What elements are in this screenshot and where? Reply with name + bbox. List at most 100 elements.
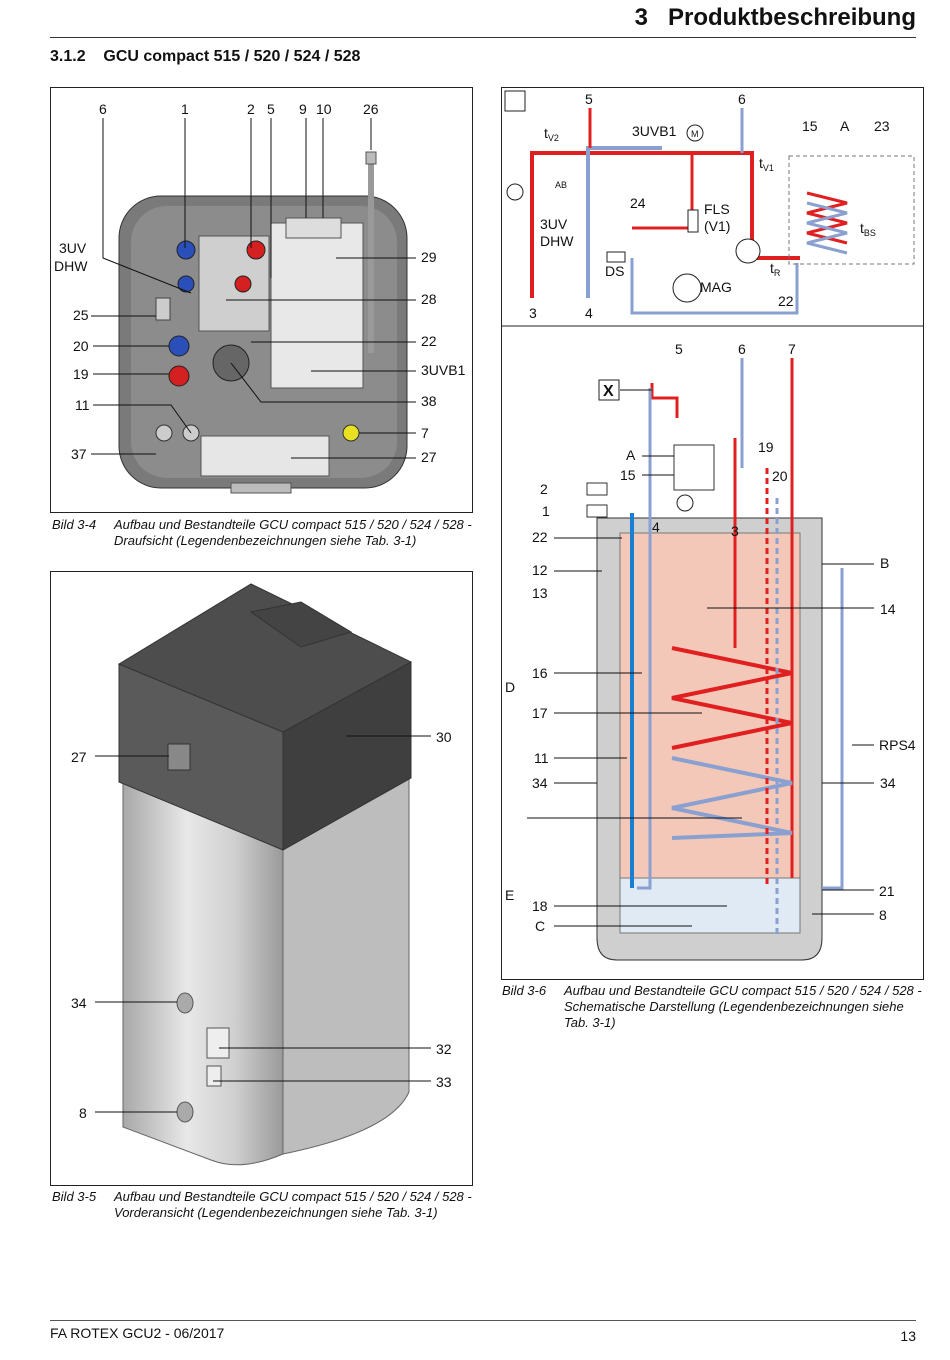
label-25: 25 [73, 307, 89, 323]
label-37: 37 [71, 446, 87, 462]
x-label-tbs: tBS [860, 220, 876, 238]
chapter-number: 3 [634, 4, 648, 31]
tank-label-12: 12 [532, 562, 548, 578]
x-label-v1: (V1) [704, 218, 730, 234]
tank-label-13: 13 [532, 585, 548, 601]
tank-label-x: X [603, 383, 614, 400]
x-label-ds: DS [605, 263, 624, 279]
section-heading: GCU compact 515 / 520 / 524 / 528 [103, 48, 361, 65]
tank-label-20: 20 [772, 468, 788, 484]
tank-label-4: 4 [652, 519, 660, 535]
front-view-drawing: 27 30 34 32 33 8 [71, 583, 452, 1166]
label-3uv: 3UV [59, 240, 87, 256]
chapter-title: Produktbeschreibung [667, 4, 916, 31]
label-19: 19 [73, 366, 89, 382]
caption-number: Bild 3-4 [52, 517, 97, 532]
caption-text: Aufbau und Bestandteile GCU compact 515 … [114, 1189, 472, 1220]
x-label-23: 23 [874, 118, 890, 134]
x-label-4: 4 [585, 305, 593, 321]
label-7: 7 [421, 425, 429, 441]
label-20: 20 [73, 338, 89, 354]
header-rule [50, 37, 916, 38]
section-number: 3.1.2 [50, 48, 86, 65]
label-29: 29 [421, 249, 437, 265]
footer-rule [50, 1320, 916, 1321]
tank-label-1: 1 [542, 503, 550, 519]
tank-label-a: A [626, 447, 636, 463]
x-label-m: M [691, 129, 699, 139]
tank-label-c: C [535, 918, 545, 934]
tank-label-5: 5 [675, 341, 683, 357]
tank-label-e: E [505, 887, 514, 903]
schematic-drawing: 5 6 tV2 3UVB1 M 15 A 23 tV1 AB 24 FLS (V… [502, 90, 923, 961]
caption-text: Aufbau und Bestandteile GCU compact 515 … [114, 517, 472, 548]
tank-label-34-right: 34 [880, 775, 896, 791]
label-2: 2 [247, 101, 255, 117]
detail-x-labels: 5 6 tV2 3UVB1 M 15 A 23 tV1 AB 24 FLS (V… [529, 91, 890, 321]
tank-labels: 5 6 7 A 15 19 20 2 1 4 3 22 12 13 B 14 D… [505, 341, 916, 934]
label-26: 26 [363, 101, 379, 117]
x-label-3: 3 [529, 305, 537, 321]
label-9: 9 [299, 101, 307, 117]
figure-front-view: 27 30 34 32 33 8 [50, 571, 473, 1186]
label-5: 5 [267, 101, 275, 117]
figure-top-view: 6 1 2 5 9 10 26 3UV DHW 29 28 25 22 20 1… [50, 87, 473, 513]
top-view-drawing: 6 1 2 5 9 10 26 3UV DHW 29 28 25 22 20 1… [54, 101, 466, 494]
label-22: 22 [421, 333, 437, 349]
header-title: 3 Produktbeschreibung [635, 4, 916, 32]
label-38: 38 [421, 393, 437, 409]
label-10: 10 [316, 101, 332, 117]
label-28: 28 [421, 291, 437, 307]
label-33: 33 [436, 1074, 452, 1090]
tank-label-6: 6 [738, 341, 746, 357]
x-label-dhw: DHW [540, 233, 574, 249]
tank-label-d: D [505, 679, 515, 695]
tank-label-b: B [880, 555, 889, 571]
tank-label-8: 8 [879, 907, 887, 923]
x-label-tv1: tV1 [759, 155, 774, 173]
caption-number: Bild 3-6 [502, 983, 547, 998]
tank-label-15: 15 [620, 467, 636, 483]
x-label-6: 6 [738, 91, 746, 107]
footer-document-id: FA ROTEX GCU2 - 06/2017 [50, 1325, 225, 1341]
x-label-fls: FLS [704, 201, 730, 217]
label-27: 27 [71, 749, 87, 765]
tank-label-2: 2 [540, 481, 548, 497]
tank-label-16: 16 [532, 665, 548, 681]
label-34: 34 [71, 995, 87, 1011]
tank-label-17: 17 [532, 705, 548, 721]
label-30: 30 [436, 729, 452, 745]
x-label-ab: AB [555, 180, 567, 190]
label-3uvb1: 3UVB1 [421, 362, 466, 378]
detail-x-callout [598, 379, 620, 401]
x-label-24: 24 [630, 195, 646, 211]
caption-number: Bild 3-5 [52, 1189, 97, 1204]
x-label-mag: MAG [700, 279, 732, 295]
label-6: 6 [99, 101, 107, 117]
x-label-15: 15 [802, 118, 818, 134]
tank-label-7: 7 [788, 341, 796, 357]
x-label-22: 22 [778, 293, 794, 309]
page-number: 13 [900, 1328, 916, 1344]
section-title: 3.1.2 GCU compact 515 / 520 / 524 / 528 [50, 48, 360, 66]
label-27: 27 [421, 449, 437, 465]
tank-label-3: 3 [731, 523, 739, 539]
label-32: 32 [436, 1041, 452, 1057]
label-dhw: DHW [54, 258, 88, 274]
label-11: 11 [75, 397, 90, 413]
label-8: 8 [79, 1105, 87, 1121]
x-label-a: A [840, 118, 850, 134]
tank-label-19: 19 [758, 439, 774, 455]
x-label-3uvb1: 3UVB1 [632, 123, 677, 139]
caption-text: Aufbau und Bestandteile GCU compact 515 … [564, 983, 922, 1030]
tank-label-rps4: RPS4 [879, 737, 916, 753]
figure-schematic: 5 6 tV2 3UVB1 M 15 A 23 tV1 AB 24 FLS (V… [501, 87, 924, 980]
detail-x-marker [504, 90, 526, 112]
tank-label-14: 14 [880, 601, 896, 617]
tank-label-21: 21 [879, 883, 895, 899]
x-label-tr: tR [770, 260, 781, 278]
tank-label-11: 11 [534, 750, 549, 766]
x-label-tv2: tV2 [544, 125, 559, 143]
tank-label-34-left: 34 [532, 775, 548, 791]
label-1: 1 [181, 101, 189, 117]
